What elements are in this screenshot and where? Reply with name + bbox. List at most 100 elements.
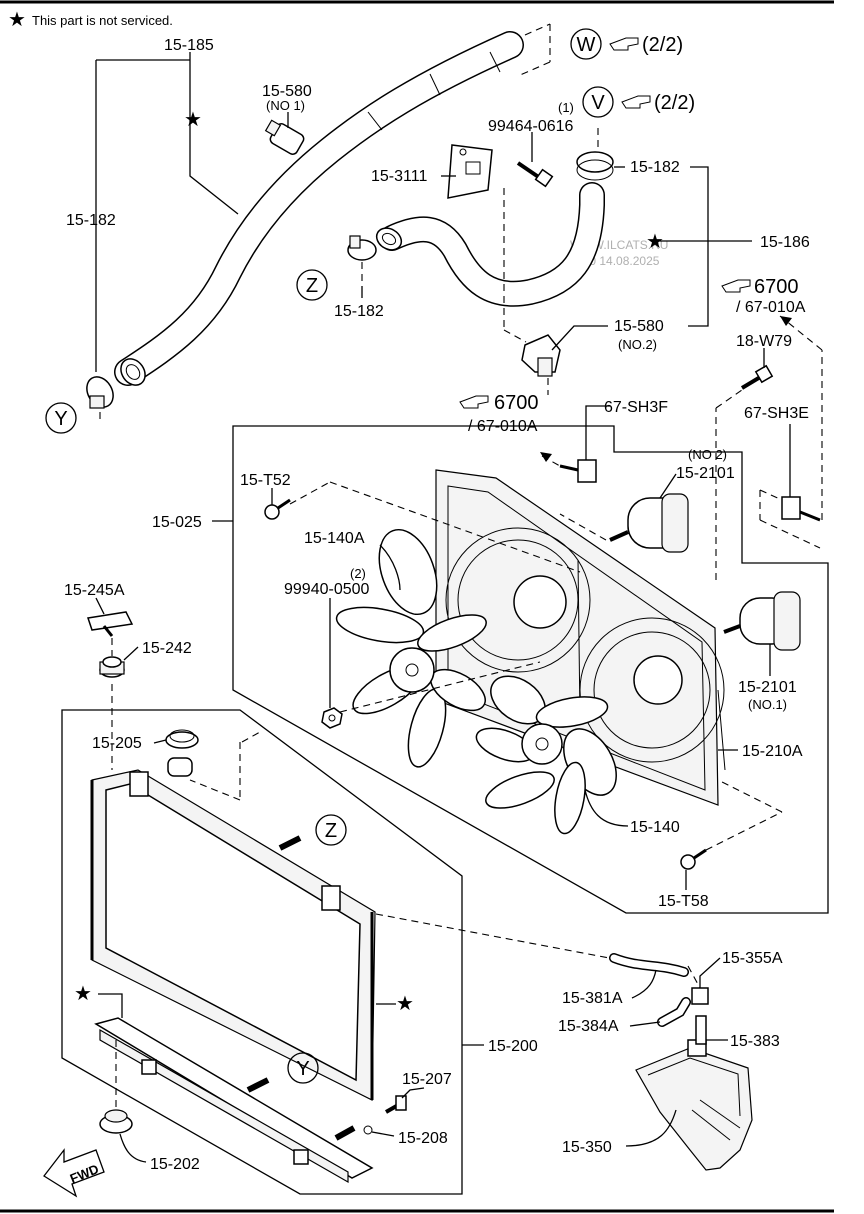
ref-v-text: (2/2)	[654, 92, 695, 114]
label-15-355a[interactable]: 15-355A	[722, 950, 783, 967]
ref-circle-y-lower[interactable]: Y	[287, 1052, 319, 1084]
label-15-t52[interactable]: 15-T52	[240, 472, 291, 489]
label-15-2101-no2[interactable]: 15-2101	[676, 465, 735, 482]
hose-clamp-15-182-z	[347, 235, 377, 261]
fan-15-140	[475, 675, 617, 835]
bolt-15-t52	[264, 498, 291, 520]
label-15-580-no1-note: (NO 1)	[266, 98, 305, 113]
upper-hose-15-185	[114, 31, 524, 386]
ref-circle-v[interactable]: V	[582, 86, 614, 118]
hose-clamp-15-182-left	[86, 376, 114, 409]
label-15-3111[interactable]: 15-3111	[371, 168, 427, 185]
label-15-205[interactable]: 15-205	[92, 735, 142, 752]
label-15-185[interactable]: 15-185	[164, 37, 214, 54]
cushion-15-242	[99, 656, 125, 678]
hose-15-381a	[609, 953, 689, 977]
svg-text:Y: Y	[54, 408, 67, 430]
label-15-207[interactable]: 15-207	[402, 1071, 452, 1088]
bracket-15-3111	[447, 144, 493, 199]
mount-15-202	[99, 1109, 133, 1134]
hose-clamp-15-580-no2	[521, 334, 561, 377]
ref-6700-a-sub: / 67-010A	[736, 299, 806, 316]
ref-6700-b-sub: / 67-010A	[468, 418, 538, 435]
label-15-245a[interactable]: 15-245A	[64, 582, 125, 599]
label-15-384a[interactable]: 15-384A	[558, 1018, 619, 1035]
bolt-18-w79	[740, 364, 774, 390]
radiator-dashed-leaders	[111, 638, 621, 1108]
lower-hose-15-186	[375, 182, 605, 307]
leader-lines	[95, 52, 791, 1163]
ref-6700-b-num[interactable]: 6700	[494, 392, 539, 414]
label-15-140[interactable]: 15-140	[630, 819, 680, 836]
label-99464-0616[interactable]: 99464-0616	[488, 118, 574, 135]
label-15-140a[interactable]: 15-140A	[304, 530, 365, 547]
label-15-580-no2-note: (NO.2)	[618, 337, 657, 352]
label-15-182-left[interactable]: 15-182	[66, 212, 116, 229]
see-note-icon-v	[621, 95, 651, 109]
label-99940-qty: (2)	[350, 566, 366, 581]
fwd-label: FWD	[68, 1161, 101, 1186]
label-15-202[interactable]: 15-202	[150, 1156, 200, 1173]
ref-circle-z-lower[interactable]: Z	[315, 814, 347, 846]
label-15-200[interactable]: 15-200	[488, 1038, 538, 1055]
nut-99940-0500	[321, 707, 343, 729]
radiator-cap-15-205	[165, 729, 199, 749]
svg-text:V: V	[591, 92, 605, 114]
label-99464-qty: (1)	[558, 100, 574, 115]
label-15-182-top[interactable]: 15-182	[630, 159, 680, 176]
hose-15-384a	[657, 997, 691, 1027]
label-15-580-no1[interactable]: 15-580	[262, 83, 312, 100]
svg-text:W: W	[577, 34, 596, 56]
connector-67-sh3e	[781, 496, 821, 522]
label-15-2101-no2-note: (NO 2)	[688, 447, 727, 462]
radiator-assembly-outline	[61, 709, 463, 1195]
header-note: This part is not serviced.	[32, 13, 173, 28]
label-15-381a[interactable]: 15-381A	[562, 990, 623, 1007]
elbow-15-355a	[687, 965, 709, 1005]
ref-circle-w[interactable]: W	[570, 28, 602, 60]
reservoir-cap-15-383	[695, 1015, 707, 1045]
bolt-15-t58	[680, 848, 707, 870]
label-15-350[interactable]: 15-350	[562, 1139, 612, 1156]
fan-dashed-leaders	[289, 315, 823, 851]
ref-w-text: (2/2)	[642, 34, 683, 56]
radiator-lower-support	[94, 1017, 374, 1184]
bolt-99464-0616	[516, 161, 554, 188]
not-serviced-star-icon-lower-left: ★	[74, 983, 92, 1005]
not-serviced-star-icon-15-186: ★	[646, 231, 664, 253]
label-15-t58[interactable]: 15-T58	[658, 893, 709, 910]
label-67-sh3e[interactable]: 67-SH3E	[744, 405, 809, 422]
see-note-icon-6700-b	[459, 395, 489, 409]
label-15-242[interactable]: 15-242	[142, 640, 192, 657]
label-15-383[interactable]: 15-383	[730, 1033, 780, 1050]
ref-circle-z-upper[interactable]: Z	[296, 269, 328, 301]
label-15-2101-no1[interactable]: 15-2101	[738, 679, 797, 696]
label-18-w79[interactable]: 18-W79	[736, 333, 792, 350]
fan-motor-15-2101-no2	[609, 493, 689, 553]
not-serviced-star-icon-15-185: ★	[184, 109, 202, 131]
label-99940-0500[interactable]: 99940-0500	[284, 581, 370, 598]
connector-67-sh3f	[559, 459, 597, 483]
ref-6700-a-num[interactable]: 6700	[754, 276, 799, 298]
svg-text:Z: Z	[306, 275, 318, 297]
label-15-208[interactable]: 15-208	[398, 1130, 448, 1147]
label-67-sh3f[interactable]: 67-SH3F	[604, 399, 668, 416]
label-15-025[interactable]: 15-025	[152, 514, 202, 531]
radiator-15-200	[90, 757, 376, 1101]
fwd-arrow-icon: FWD	[43, 1148, 105, 1198]
label-15-210a[interactable]: 15-210A	[742, 743, 803, 760]
svg-text:Y: Y	[296, 1058, 309, 1080]
not-serviced-star-icon: ★	[8, 9, 26, 31]
fan-motor-15-2101-no1	[723, 591, 801, 651]
label-15-580-no2[interactable]: 15-580	[614, 318, 664, 335]
ref-circle-y-upper[interactable]: Y	[45, 402, 77, 434]
see-note-icon-w	[609, 37, 639, 51]
label-15-186[interactable]: 15-186	[760, 234, 810, 251]
label-15-182-z[interactable]: 15-182	[334, 303, 384, 320]
part-labels: 15-185 15-580 (NO 1) (1) 99464-0616 15-3…	[64, 37, 810, 1173]
not-serviced-star-icon-radiator: ★	[396, 993, 414, 1015]
fan-assembly-outline	[232, 425, 829, 914]
clip-15-245a	[87, 611, 134, 637]
see-note-icon-6700-a	[721, 279, 751, 293]
